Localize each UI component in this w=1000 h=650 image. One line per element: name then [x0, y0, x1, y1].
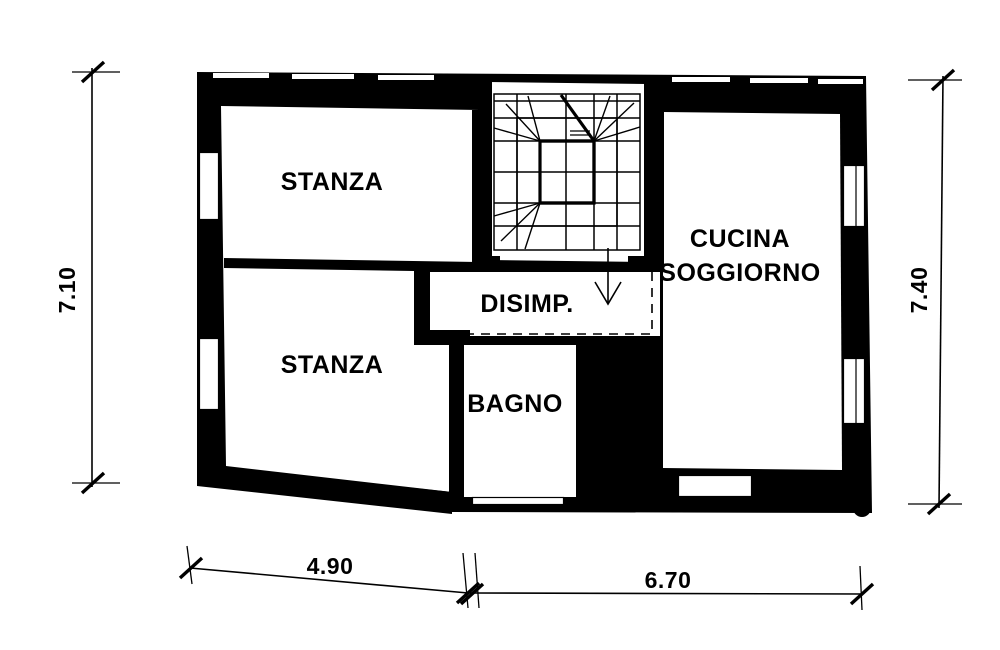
- room-label-cucina: CUCINA: [690, 225, 790, 253]
- building-walls: [197, 72, 872, 514]
- partition-bagno-right: [576, 338, 596, 500]
- window-right-upper-frame: [842, 164, 866, 228]
- dim-br-ext-left: [474, 552, 480, 609]
- window-left-lower: [199, 338, 219, 410]
- dim-right-tick-top: [930, 68, 956, 92]
- winder-staircase: [493, 93, 641, 251]
- window-top-5: [750, 78, 808, 83]
- room-labels: STANZA STANZA BAGNO DISIMP. CUCINA SOGGI…: [281, 168, 821, 418]
- partition-bagno-left: [449, 336, 464, 500]
- window-right-lower: [843, 358, 865, 424]
- dim-br-ext-right: [859, 565, 863, 611]
- window-top-1: [213, 73, 269, 78]
- dimension-right: 7.40: [906, 68, 962, 516]
- window-right-upper: [843, 165, 865, 227]
- dim-left-tick-bottom: [80, 471, 106, 495]
- window-top-3: [378, 75, 434, 80]
- room-label-disimpegno: DISIMP.: [480, 290, 573, 318]
- stair-enclosure-right: [644, 82, 664, 270]
- dim-br-line: [469, 592, 863, 595]
- stair-enclosure-bottom: [478, 256, 500, 272]
- dimension-bottom-left: 4.90: [178, 545, 481, 609]
- window-top-2: [292, 74, 354, 79]
- dimension-bottom-right: 6.70: [459, 552, 875, 611]
- window-top-4: [672, 77, 730, 82]
- room-label-bagno: BAGNO: [467, 390, 563, 418]
- room-label-stanza-top: STANZA: [281, 168, 384, 196]
- partition-corridor-left: [414, 268, 430, 336]
- stair-radial-1: [527, 95, 541, 142]
- dim-right-label: 7.40: [906, 267, 932, 314]
- corner-dot: [853, 499, 871, 517]
- dim-br-tick-right: [849, 582, 875, 606]
- window-top-6: [818, 79, 863, 84]
- dim-bl-tick-right: [455, 581, 481, 605]
- room-label-stanza-bottom: STANZA: [281, 351, 384, 379]
- disimpegno-dashed-boundary: [430, 272, 653, 335]
- stair-arrow-head: [594, 281, 622, 306]
- stanza-bottom-void: [226, 268, 449, 489]
- dim-bl-line: [189, 567, 469, 594]
- dim-right-tick-bottom: [926, 492, 952, 516]
- disimpegno-dash-path: [430, 272, 653, 335]
- stair-enclosure-left: [478, 80, 492, 268]
- dim-right-line: [938, 75, 944, 509]
- stair-radial-6: [593, 95, 611, 142]
- window-openings: [198, 73, 866, 506]
- dim-bl-label: 4.90: [307, 553, 354, 579]
- window-left-upper-frame: [198, 151, 220, 221]
- stair-radial-7: [493, 202, 541, 217]
- partition-bagno-cucina: [594, 336, 662, 470]
- dim-br-tick-left: [459, 582, 485, 606]
- window-left-upper: [199, 152, 219, 220]
- stair-winder-radials: [493, 94, 641, 250]
- stair-diagonal-main: [559, 94, 596, 142]
- stair-radial-8: [500, 202, 541, 242]
- stair-radial-4: [593, 126, 641, 142]
- stair-radial-3: [493, 127, 541, 142]
- dim-bl-tick-left: [178, 556, 204, 580]
- window-bottom-cucina-frame: [677, 474, 753, 498]
- window-bottom-bagno: [472, 497, 564, 505]
- bagno-void: [462, 345, 578, 497]
- dimension-left: 7.10: [54, 60, 120, 495]
- dim-br-label: 6.70: [645, 567, 692, 593]
- dim-left-tick-top: [80, 60, 106, 84]
- stair-radial-2: [505, 103, 541, 142]
- dim-bl-ext-left: [186, 545, 193, 585]
- dim-left-label: 7.10: [54, 267, 80, 314]
- wall-bottom-slanted: [197, 465, 452, 514]
- stanza-top-void: [224, 108, 478, 262]
- window-bottom-cucina: [678, 475, 752, 497]
- stair-radial-9: [524, 202, 541, 250]
- stair-radial-5: [593, 102, 635, 142]
- cucina-room-void: [663, 112, 842, 470]
- window-right-lower-frame: [842, 357, 866, 425]
- window-left-lower-frame: [198, 337, 220, 411]
- window-bottom-bagno-frame: [471, 496, 565, 506]
- disimpegno-void: [424, 272, 660, 336]
- room-label-soggiorno: SOGGIORNO: [659, 259, 820, 287]
- stair-enclosure-bottom2: [628, 256, 664, 272]
- stair-down-arrow: [594, 248, 622, 306]
